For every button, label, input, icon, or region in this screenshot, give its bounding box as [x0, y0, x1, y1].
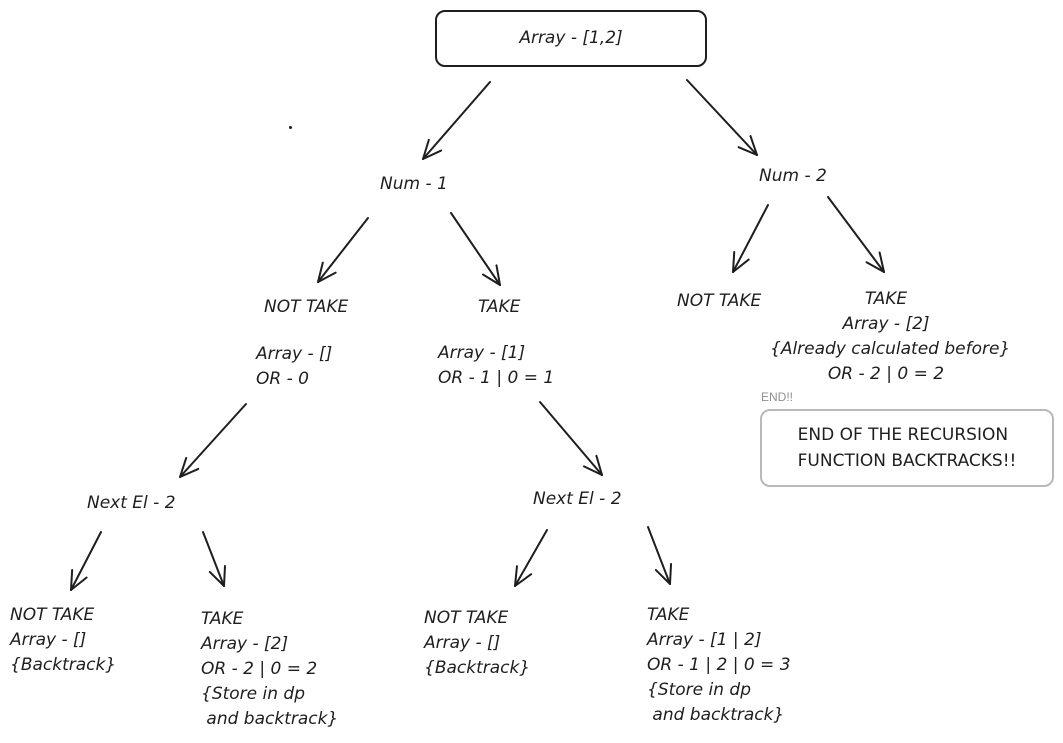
arrow-num2-to-not-take: [732, 204, 769, 273]
root-node-label: Array - [1,2]: [519, 28, 623, 48]
node-num-2: Num - 2: [759, 166, 827, 186]
node-num1-take: TAKE: [478, 297, 521, 317]
node-num1-take-detail: Array - [1] OR - 1 | 0 = 1: [438, 343, 555, 388]
leaf-left-take: TAKE Array - [2] OR - 2 | 0 = 2 {Store i…: [201, 609, 339, 729]
end-note-box: END OF THE RECURSION FUNCTION BACKTRACKS…: [760, 409, 1054, 487]
node-next-el-left: Next El - 2: [87, 493, 176, 513]
node-num2-not-take: NOT TAKE: [677, 291, 762, 311]
arrow-next-right-to-not-take: [514, 529, 548, 587]
end-tag: END!!: [761, 390, 794, 404]
arrow-num2-to-take: [827, 196, 885, 273]
arrow-next-left-to-not-take: [70, 531, 102, 591]
arrow-num1-to-not-take: [317, 217, 369, 283]
arrow-next-left-to-take: [202, 531, 226, 587]
arrow-next-right-to-take: [647, 526, 673, 585]
leaf-right-not-take: NOT TAKE Array - [] {Backtrack}: [424, 608, 531, 678]
node-num2-take-detail: TAKE Array - [2] {Already calculated bef…: [770, 289, 1011, 384]
arrow-not-take-to-next-left: [179, 403, 247, 478]
arrow-num1-to-take: [450, 212, 501, 286]
node-num1-not-take: NOT TAKE: [264, 297, 349, 317]
node-num-1: Num - 1: [380, 174, 448, 194]
leaf-right-take: TAKE Array - [1 | 2] OR - 1 | 2 | 0 = 3 …: [647, 605, 791, 725]
arrow-root-to-num2: [686, 79, 758, 156]
end-note-text: END OF THE RECURSION FUNCTION BACKTRACKS…: [797, 425, 1017, 471]
arrow-root-to-num1: [422, 81, 491, 160]
arrow-take-to-next-right: [539, 401, 603, 476]
leaf-left-not-take: NOT TAKE Array - [] {Backtrack}: [10, 605, 117, 675]
stray-dot: [289, 126, 292, 129]
root-node-box: Array - [1,2]: [435, 10, 707, 67]
node-next-el-right: Next El - 2: [533, 489, 622, 509]
node-num1-not-take-detail: Array - [] OR - 0: [256, 344, 333, 389]
